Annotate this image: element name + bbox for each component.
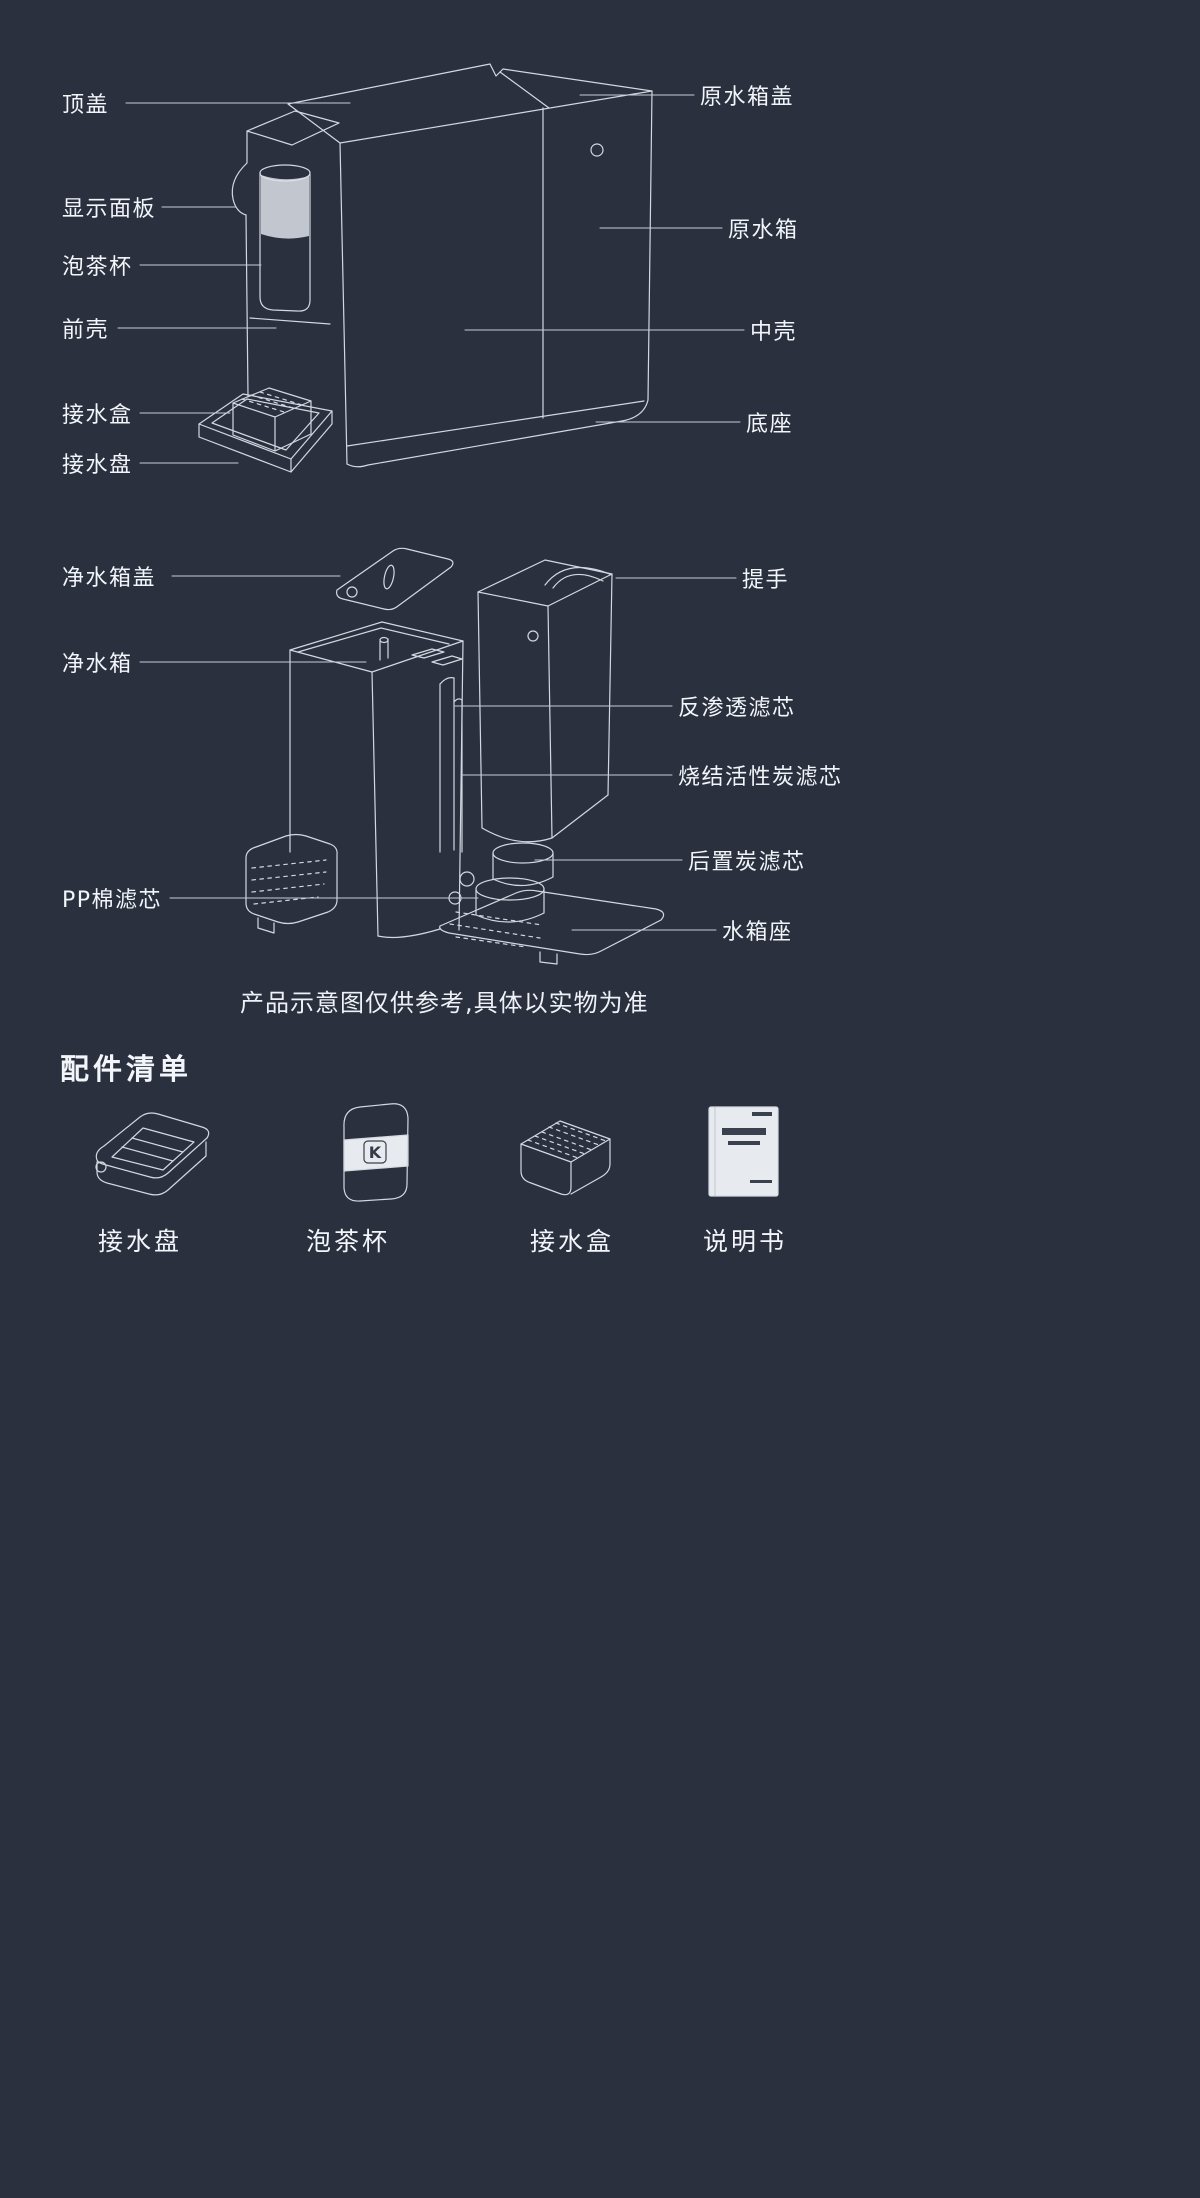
tank-hole bbox=[527, 630, 539, 642]
label-top-cover: 顶盖 bbox=[62, 93, 110, 118]
tray-front bbox=[198, 423, 292, 473]
lid-hole bbox=[346, 586, 358, 598]
water-box-side bbox=[274, 400, 312, 452]
front-shell-edge bbox=[245, 214, 249, 397]
label-raw-tank-lid: 原水箱盖 bbox=[700, 85, 795, 110]
dispenser-head-top bbox=[246, 110, 340, 146]
body-right-edge bbox=[458, 640, 464, 931]
label-tank-base: 水箱座 bbox=[722, 920, 793, 945]
label-clean-tank: 净水箱 bbox=[62, 652, 133, 677]
tray-side bbox=[290, 410, 333, 473]
base-tab bbox=[539, 951, 558, 965]
near-edge bbox=[339, 142, 348, 465]
label-sintered-carbon-filter: 烧结活性炭滤芯 bbox=[678, 765, 843, 790]
grille-outline bbox=[245, 833, 338, 925]
tray-top bbox=[198, 393, 333, 460]
top-slot-1 bbox=[411, 648, 445, 659]
tank-near-edge bbox=[547, 605, 553, 839]
label-middle-shell: 中壳 bbox=[750, 320, 798, 345]
accessory-tea-cup-illustration: K bbox=[343, 1103, 409, 1202]
cup-body bbox=[259, 172, 311, 312]
exploded-view-illustration bbox=[245, 547, 665, 965]
disclaimer-text: 产品示意图仅供参考,具体以实物为准 bbox=[240, 989, 649, 1017]
cup-logo-text: K bbox=[369, 1143, 382, 1162]
tube-top bbox=[379, 636, 389, 644]
pp-filter-body bbox=[475, 888, 545, 923]
lid-seam bbox=[499, 71, 550, 109]
tank-bottom bbox=[481, 794, 609, 843]
top-slot-2 bbox=[431, 655, 463, 666]
body-near-edge bbox=[371, 671, 379, 937]
accessory-label-manual: 说明书 bbox=[702, 1227, 788, 1256]
cup-logo-box bbox=[363, 1140, 387, 1164]
label-ro-filter: 反渗透滤芯 bbox=[678, 696, 796, 721]
label-drip-tray: 接水盘 bbox=[62, 453, 133, 478]
tube bbox=[379, 638, 389, 661]
body-bottom bbox=[377, 928, 441, 939]
grille-tab bbox=[257, 917, 275, 934]
accessory-water-box-illustration bbox=[520, 1120, 611, 1196]
diagram-artwork: K bbox=[95, 63, 779, 1202]
water-box-front bbox=[232, 402, 276, 452]
leader-lines bbox=[117, 94, 745, 931]
label-pp-cotton-filter: PP棉滤芯 bbox=[62, 888, 163, 913]
carbon-filter-arc bbox=[453, 698, 463, 703]
accessory-label-water-box: 接水盒 bbox=[529, 1227, 615, 1256]
fitting-1 bbox=[459, 871, 475, 887]
handle-outer bbox=[544, 566, 613, 586]
label-handle: 提手 bbox=[742, 568, 790, 593]
label-water-box: 接水盒 bbox=[62, 403, 133, 428]
rear-carbon-body bbox=[492, 852, 554, 887]
accessories-heading: 配件清单 bbox=[60, 1052, 193, 1086]
tank-right-edge bbox=[607, 573, 613, 796]
label-clean-tank-lid: 净水箱盖 bbox=[62, 566, 157, 591]
right-edge bbox=[647, 90, 653, 401]
assembled-machine-illustration bbox=[198, 63, 653, 473]
bottom-edge bbox=[346, 399, 649, 468]
label-rear-carbon-filter: 后置炭滤芯 bbox=[688, 850, 806, 875]
ro-filter-arc bbox=[439, 677, 455, 685]
water-box-top bbox=[232, 387, 312, 418]
tank-top-rim bbox=[477, 559, 613, 607]
accessory-label-drip-tray: 接水盘 bbox=[97, 1227, 183, 1256]
dispenser-spout bbox=[231, 130, 248, 216]
label-front-shell: 前壳 bbox=[62, 318, 110, 343]
accessory-label-tea-cup: 泡茶杯 bbox=[305, 1227, 391, 1256]
tank-rim-inner bbox=[297, 627, 450, 653]
accessory-drip-tray-illustration bbox=[95, 1112, 210, 1196]
label-display-panel: 显示面板 bbox=[62, 197, 157, 222]
pp-filter-top bbox=[475, 877, 545, 901]
tray-inner bbox=[211, 398, 320, 451]
tank-screw bbox=[590, 143, 604, 157]
tank-base-shape bbox=[439, 889, 665, 956]
tank-left-edge bbox=[477, 591, 483, 829]
cup-ledge bbox=[249, 317, 331, 325]
accessory-manual-illustration bbox=[708, 1106, 779, 1197]
label-raw-tank: 原水箱 bbox=[728, 218, 799, 243]
lid-slot bbox=[383, 564, 395, 590]
base-line bbox=[346, 400, 645, 447]
label-base: 底座 bbox=[746, 412, 794, 437]
clean-tank-lid-shape bbox=[336, 547, 454, 611]
label-tea-cup: 泡茶杯 bbox=[62, 255, 133, 280]
handle-inner bbox=[552, 573, 604, 589]
cup-band bbox=[261, 175, 309, 239]
